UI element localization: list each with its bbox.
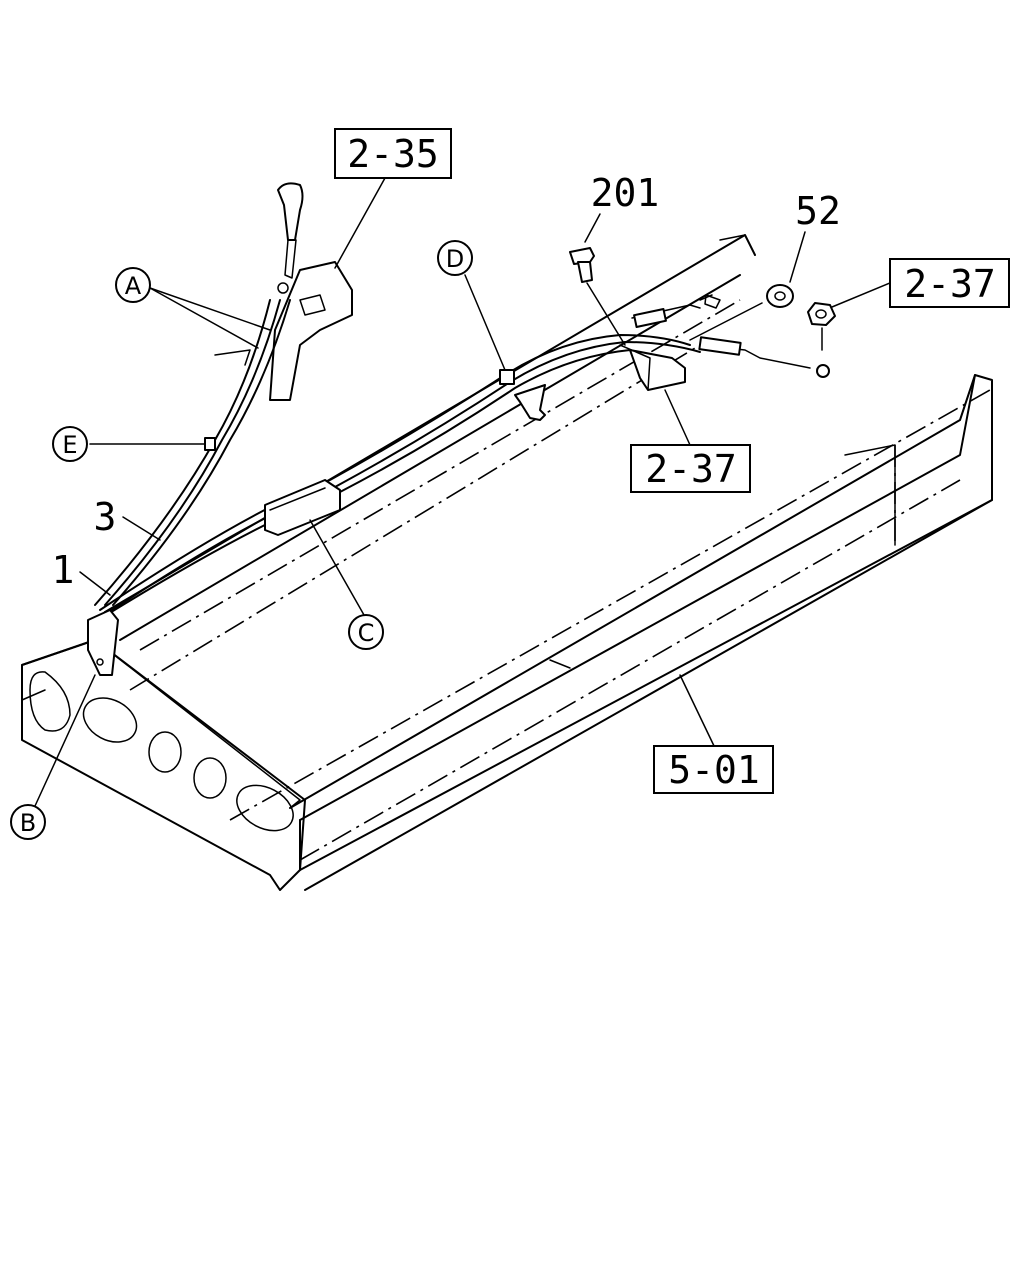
reference-box-5-01: 5-01 bbox=[653, 745, 774, 794]
part-number-201: 201 bbox=[591, 171, 660, 215]
svg-text:D: D bbox=[446, 245, 464, 273]
brackets bbox=[87, 344, 686, 676]
svg-text:C: C bbox=[358, 619, 375, 647]
cable-ends bbox=[631, 294, 830, 378]
ref-label-2-37-top: 2-37 bbox=[904, 262, 996, 306]
reference-box-2-37-top: 2-37 bbox=[889, 258, 1010, 308]
ref-label-5-01: 5-01 bbox=[668, 748, 760, 792]
svg-text:A: A bbox=[125, 272, 142, 300]
leader-lines bbox=[34, 177, 891, 807]
svg-text:B: B bbox=[20, 809, 36, 837]
ref-label-2-37-bottom: 2-37 bbox=[645, 447, 737, 491]
chassis-frame bbox=[21, 234, 993, 891]
svg-text:E: E bbox=[62, 431, 77, 459]
callout-c: C bbox=[348, 614, 384, 650]
callout-a: A bbox=[115, 267, 151, 303]
part-number-52: 52 bbox=[795, 189, 841, 233]
callout-d: D bbox=[437, 240, 473, 276]
part-number-1: 1 bbox=[52, 548, 75, 592]
part-number-3: 3 bbox=[94, 495, 117, 539]
callout-b: B bbox=[10, 804, 46, 840]
fasteners bbox=[569, 247, 836, 351]
reference-box-2-37-bottom: 2-37 bbox=[630, 444, 751, 493]
ref-label-2-35: 2-35 bbox=[347, 132, 439, 176]
brake-lever-assembly bbox=[214, 182, 353, 401]
brake-cables bbox=[94, 299, 701, 623]
callout-e: E bbox=[52, 426, 88, 462]
reference-box-2-35: 2-35 bbox=[334, 128, 452, 179]
